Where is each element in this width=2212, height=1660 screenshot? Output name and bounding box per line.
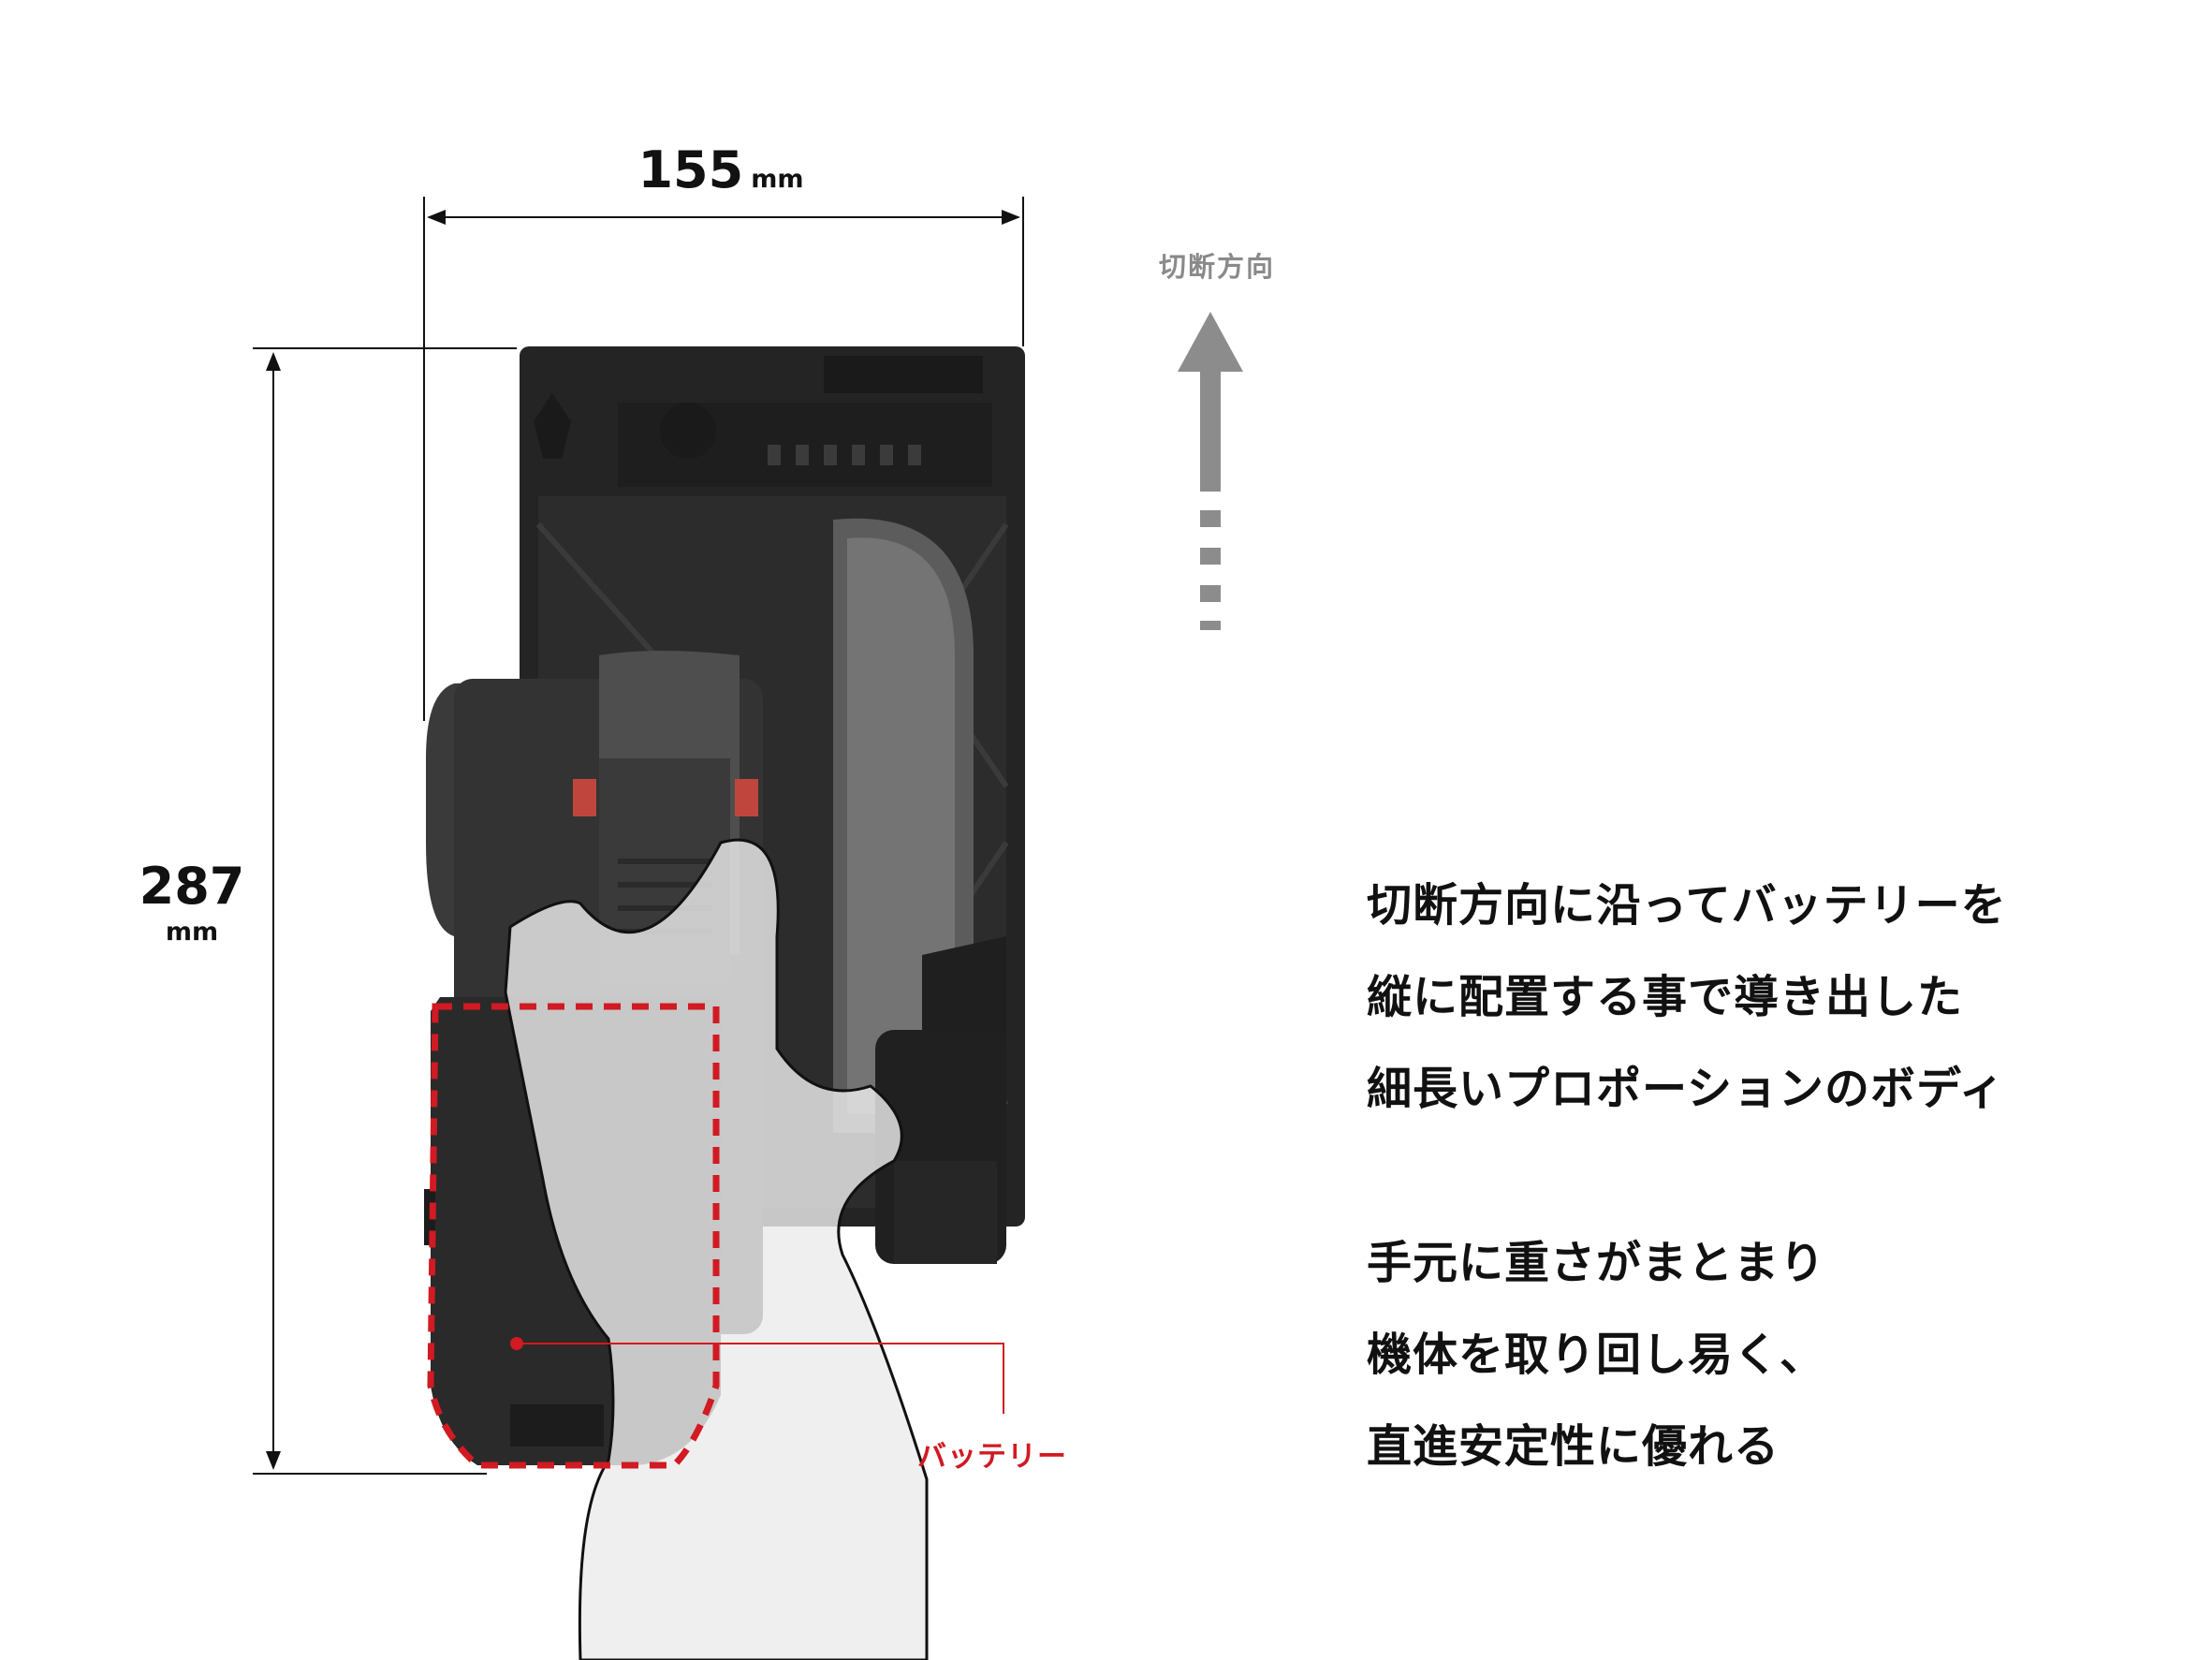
blade-guard [833,518,1006,1264]
description-line: 切断方向に沿ってバッテリーを [1367,879,2007,932]
benefit-line: 手元に重さがまとまり [1367,1237,1826,1289]
height-value: 287 [139,857,245,916]
description-line: 縦に配置する事で導き出した [1367,971,1964,1023]
width-unit: mm [751,165,804,194]
cut-direction-arrow [1178,312,1243,630]
height-unit: mm [165,918,219,947]
hand-overlay [504,838,929,1660]
battery-highlight [427,1003,1004,1469]
width-value: 155 [637,140,744,199]
benefit-line: 直進安定性に優れる [1367,1420,1780,1473]
battery-label: バッテリー [917,1440,1067,1474]
description-block: 切断方向に沿ってバッテリーを 縦に配置する事で導き出した 細長いプロポーションの… [1367,859,2007,1135]
benefit-line: 機体を取り回し易く、 [1367,1329,1826,1381]
description-line: 細長いプロポーションのボディ [1367,1063,2005,1115]
height-dimension-line [253,347,517,1475]
cut-direction-label: 切断方向 [1158,251,1275,283]
height-dimension-label: 287 mm [126,857,257,947]
benefit-block: 手元に重さがまとまり 機体を取り回し易く、 直進安定性に優れる [1367,1217,1825,1492]
width-dimension-line [423,197,1024,721]
